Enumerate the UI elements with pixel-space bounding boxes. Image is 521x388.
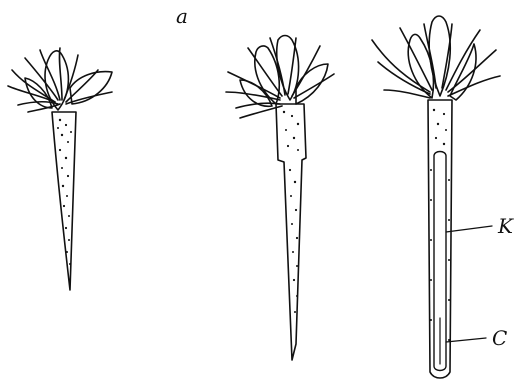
specimen-middle <box>226 36 334 361</box>
specimen-left-stalk <box>52 112 76 290</box>
leader-line-c <box>446 338 486 342</box>
specimen-left <box>8 48 112 290</box>
specimen-right <box>372 16 500 378</box>
panel-label: a <box>176 6 188 26</box>
specimen-right-stippling <box>430 109 450 341</box>
leader-line-k <box>446 226 492 232</box>
label-k: K <box>498 216 513 236</box>
specimen-left-tentacles <box>8 48 112 112</box>
specimen-middle-stalk <box>276 104 306 360</box>
label-c: C <box>492 328 507 348</box>
specimen-middle-buds <box>240 36 328 107</box>
